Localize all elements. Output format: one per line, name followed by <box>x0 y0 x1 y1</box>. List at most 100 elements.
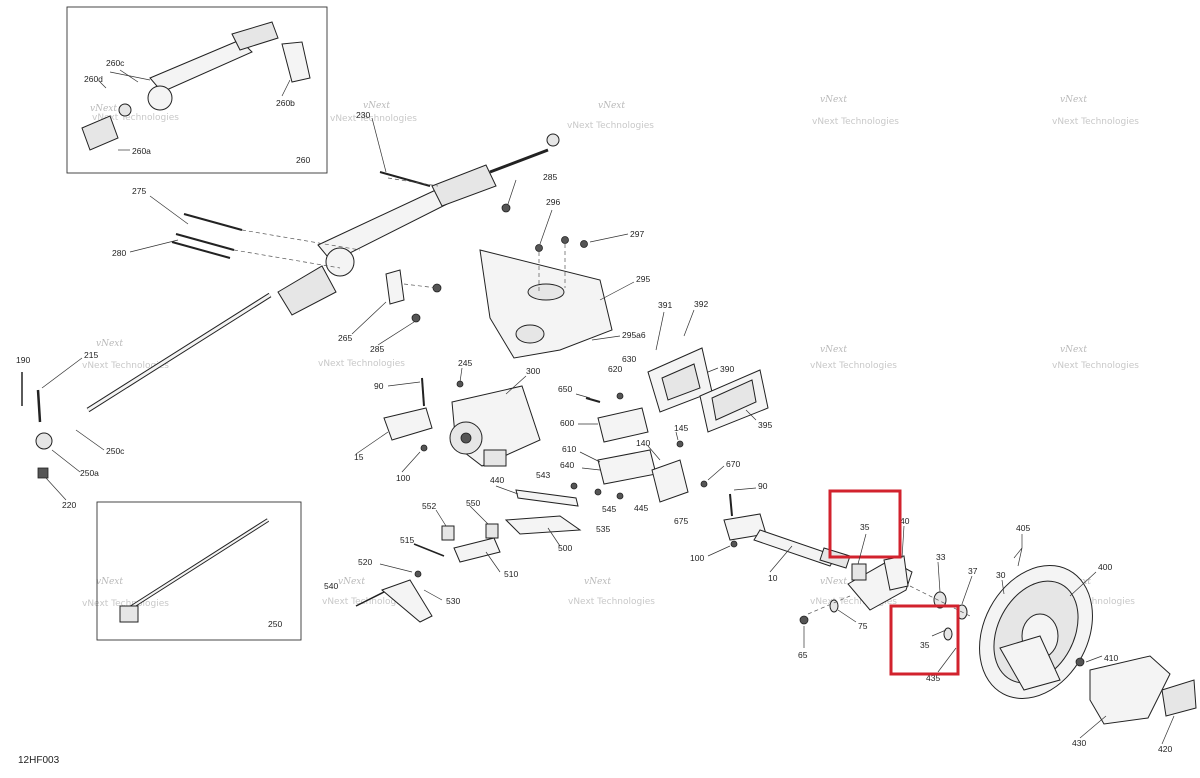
nut-220 <box>37 467 49 479</box>
callout-420: 420 <box>1158 744 1172 754</box>
wheel-spoke <box>999 635 1061 691</box>
leader <box>377 321 415 346</box>
callout-90: 90 <box>374 381 384 391</box>
bolt-230 <box>379 171 431 187</box>
guide <box>807 595 851 615</box>
nut <box>432 283 442 293</box>
seal-inset <box>118 103 132 117</box>
callout-543: 543 <box>536 470 550 480</box>
callout-300: 300 <box>526 366 540 376</box>
callout-630: 630 <box>622 354 636 364</box>
watermark: vNext <box>96 577 123 587</box>
callout-515: 515 <box>400 535 414 545</box>
bolt-650 <box>585 397 601 403</box>
callout-600: 600 <box>560 418 574 428</box>
callout-250a: 250a <box>80 468 99 478</box>
callout-15: 15 <box>354 452 364 462</box>
leader <box>655 311 665 351</box>
callout-35: 35 <box>860 522 870 532</box>
nut-285 <box>501 203 511 213</box>
gear-housing-inset <box>147 85 173 111</box>
callout-392: 392 <box>694 299 708 309</box>
callout-33: 33 <box>936 552 946 562</box>
callout-435: 435 <box>926 673 940 683</box>
leader <box>387 381 421 387</box>
nut-410 <box>1075 657 1085 667</box>
leader <box>707 545 731 557</box>
cover-inner <box>711 379 757 421</box>
watermark: vNext Technologies <box>812 117 899 127</box>
tie-rod-end-250a <box>35 432 53 450</box>
leader <box>379 563 413 573</box>
tie-rod-assembly: 190 215 250c 250a 220 250 <box>16 292 302 641</box>
leader <box>1069 571 1097 597</box>
tie-rod-right <box>489 148 549 174</box>
callout-552: 552 <box>422 501 436 511</box>
callout-395: 395 <box>758 420 772 430</box>
clip-405 <box>1013 547 1023 567</box>
pin-515 <box>413 543 445 557</box>
watermark: vNext Technologies <box>810 597 897 607</box>
callout-620: 620 <box>608 364 622 374</box>
lever-510 <box>453 537 501 563</box>
callout-215: 215 <box>84 350 98 360</box>
watermark: vNext Technologies <box>82 361 169 371</box>
bolt-215 <box>36 389 42 423</box>
leader <box>51 449 81 473</box>
plate-265 <box>385 269 405 305</box>
callout-405: 405 <box>1016 523 1030 533</box>
power-steering-unit: 245 300 90 15 100 <box>354 358 541 483</box>
watermark: vNext <box>598 101 625 111</box>
callout-245: 245 <box>458 358 472 368</box>
tie-rod-inset-fill <box>129 519 269 609</box>
leader <box>581 467 601 471</box>
callout-260a: 260a <box>132 146 151 156</box>
bolt-620 <box>616 392 624 400</box>
leader <box>129 239 179 253</box>
callout-65: 65 <box>798 650 808 660</box>
connector-610 <box>597 449 657 485</box>
leader <box>281 79 291 97</box>
leader <box>579 451 601 463</box>
leader <box>149 195 189 225</box>
watermark: vNext <box>363 101 390 111</box>
callout-295: 295 <box>636 274 650 284</box>
callout-550: 550 <box>466 498 480 508</box>
callout-530: 530 <box>446 596 460 606</box>
steering-rack-assembly: 230 275 280 285 265 285 <box>112 110 560 354</box>
guide <box>387 177 439 187</box>
watermark: vNext Technologies <box>330 114 417 124</box>
callout-391: 391 <box>658 300 672 310</box>
emblem-420 <box>1161 679 1197 717</box>
inset-frame-250 <box>96 501 302 641</box>
u-joint-15 <box>383 407 433 441</box>
callout-75: 75 <box>858 621 868 631</box>
leader <box>589 233 629 243</box>
highlight-box-35-upper <box>828 489 902 559</box>
diagram-code: 12HF003 <box>18 755 60 766</box>
callout-410: 410 <box>1104 653 1118 663</box>
bolt-280 <box>175 233 235 251</box>
bolt-670 <box>700 480 708 488</box>
boot-left <box>277 265 337 316</box>
callout-440: 440 <box>490 475 504 485</box>
callout-260d: 260d <box>84 74 103 84</box>
bracket-500 <box>504 515 582 535</box>
bolt <box>561 236 569 244</box>
leader <box>707 367 719 373</box>
leader <box>575 393 591 399</box>
callout-140: 140 <box>636 438 650 448</box>
tie-rod-end-right <box>546 133 560 147</box>
callout-265: 265 <box>338 333 352 343</box>
callout-220: 220 <box>62 500 76 510</box>
watermark: vNext <box>584 577 611 587</box>
part-543 <box>570 482 578 490</box>
leader <box>599 281 635 301</box>
leader <box>1001 579 1005 595</box>
leader <box>1079 715 1107 739</box>
callout-145: 145 <box>674 423 688 433</box>
callout-37: 37 <box>968 566 978 576</box>
callout-510: 510 <box>504 569 518 579</box>
leader <box>505 375 527 395</box>
steering-column-assembly: 10 100 40 33 37 75 65 435 <box>690 489 1197 754</box>
